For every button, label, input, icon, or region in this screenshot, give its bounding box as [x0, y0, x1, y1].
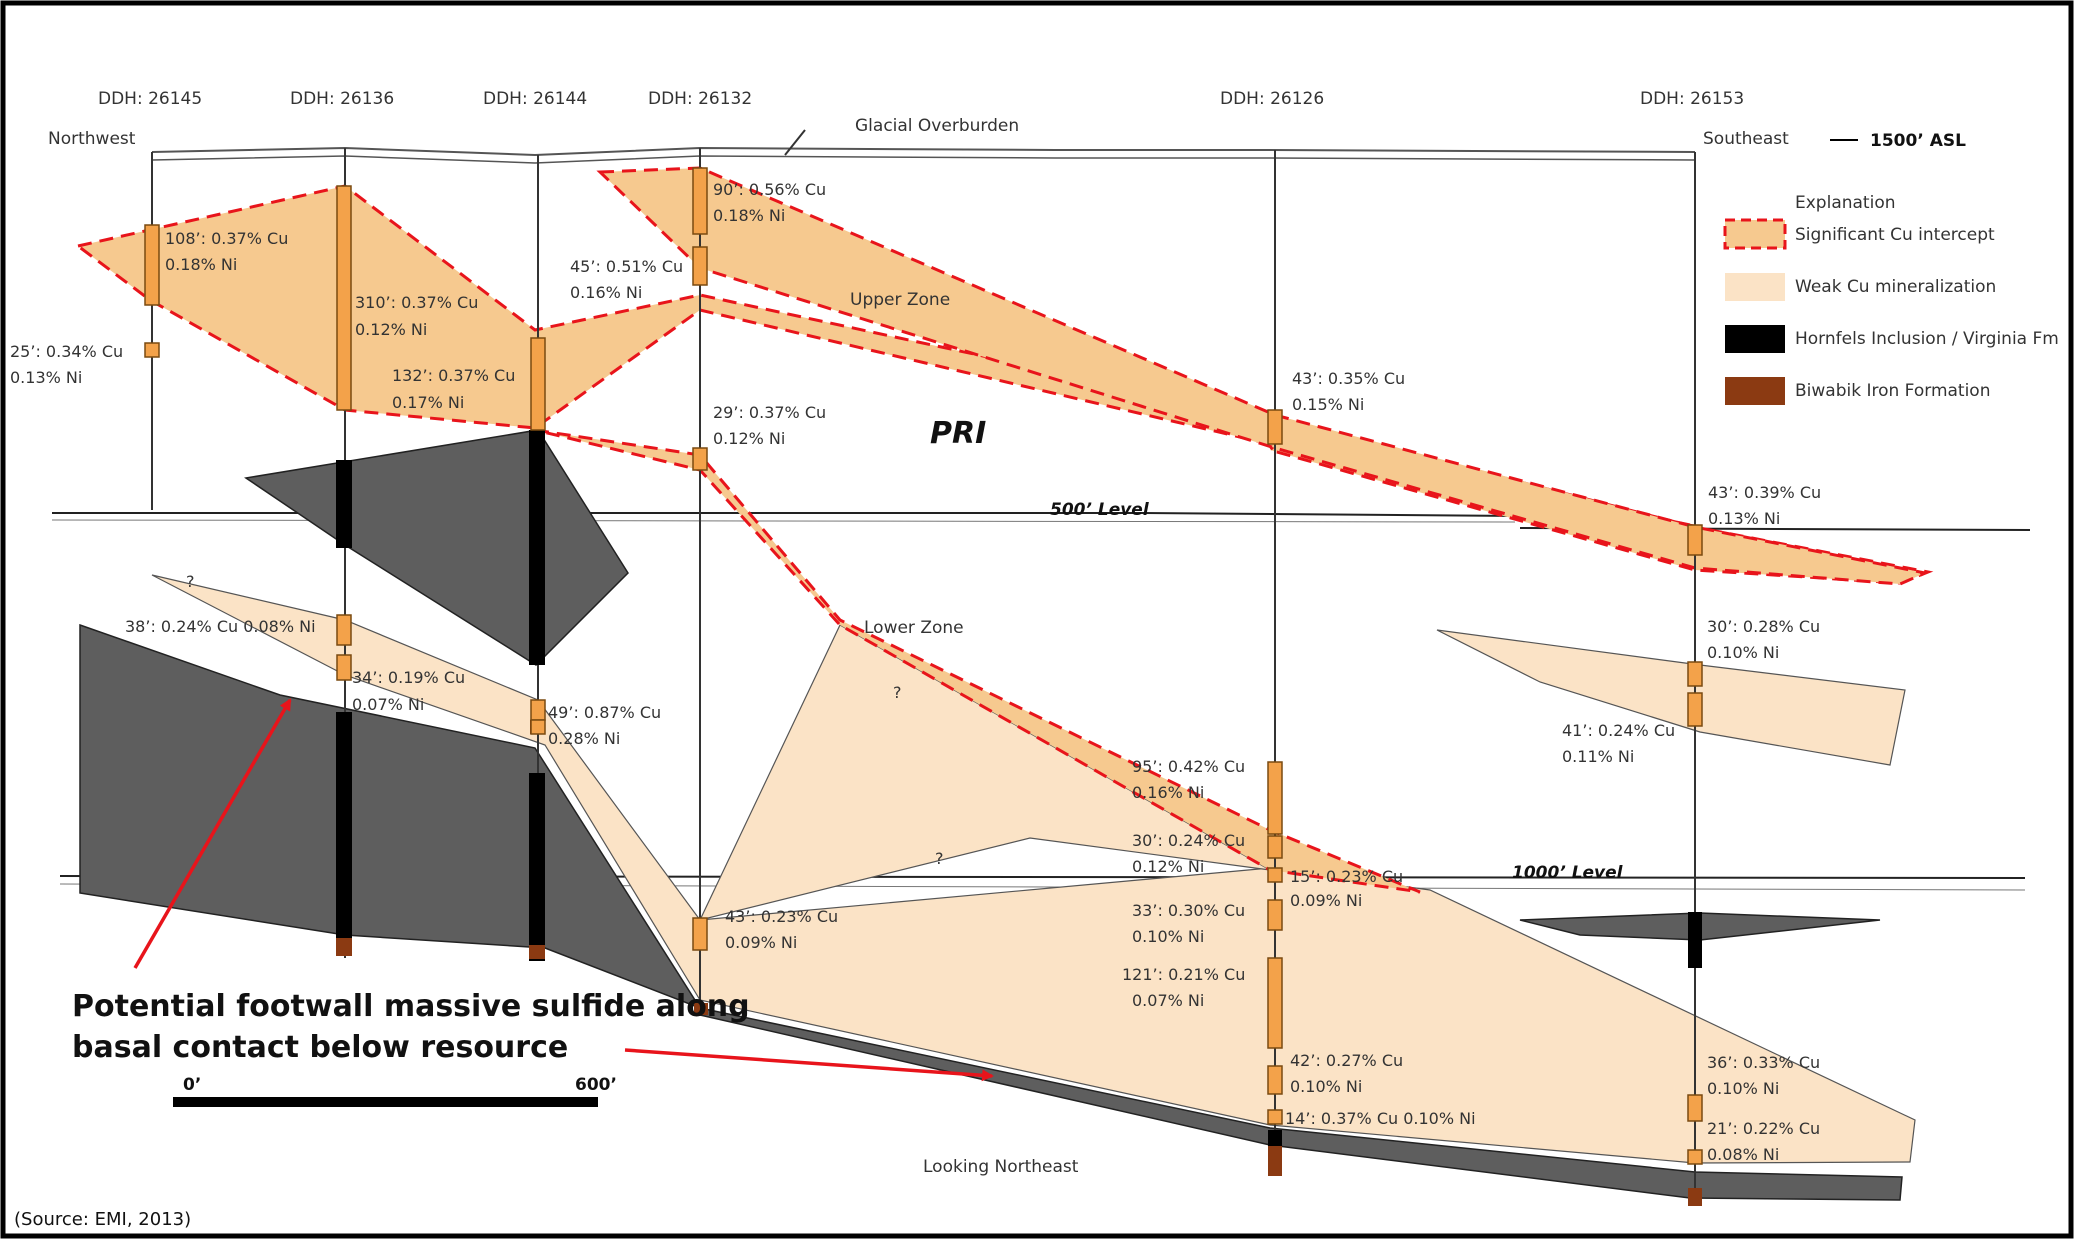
- intercept-label: 0.10% Ni: [1132, 927, 1204, 946]
- intercept-label: 0.07% Ni: [1132, 991, 1204, 1010]
- intercept-label: 25’: 0.34% Cu: [10, 342, 123, 361]
- intercept-label: 30’: 0.24% Cu: [1132, 831, 1245, 850]
- legend-title: Explanation: [1795, 193, 1896, 213]
- pri-label: PRI: [930, 416, 986, 451]
- legend-swatch-iron: [1725, 377, 1785, 405]
- hole-label-26144: DDH: 26144: [483, 89, 587, 109]
- intercept-label: 0.09% Ni: [725, 933, 797, 952]
- intercept-label: 33’: 0.30% Cu: [1132, 901, 1245, 920]
- intercept-label: 0.15% Ni: [1292, 395, 1364, 414]
- question-mark-1: ?: [186, 572, 195, 591]
- asl-label: 1500’ ASL: [1870, 131, 1966, 151]
- intercept-label: 43’: 0.23% Cu: [725, 907, 838, 926]
- intercept-label: 132’: 0.37% Cu: [392, 366, 515, 385]
- intercept-label: 34’: 0.19% Cu: [352, 668, 465, 687]
- intercept-label: 0.17% Ni: [392, 393, 464, 412]
- intercept-label: 0.13% Ni: [1708, 509, 1780, 528]
- intercept-label: 0.18% Ni: [713, 206, 785, 225]
- overburden-label: Glacial Overburden: [855, 116, 1019, 136]
- intercept-label: 0.16% Ni: [1132, 783, 1204, 802]
- intercept-label: 0.10% Ni: [1707, 1079, 1779, 1098]
- level-1000-label: 1000’ Level: [1512, 863, 1624, 883]
- assay-intervals: [144, 167, 1703, 1165]
- intercept-label: 43’: 0.35% Cu: [1292, 369, 1405, 388]
- question-mark-2: ?: [893, 683, 902, 702]
- hole-label-26126: DDH: 26126: [1220, 89, 1324, 109]
- intercept-label: 41’: 0.24% Cu: [1562, 721, 1675, 740]
- iron-formation-intervals: [336, 720, 1702, 1206]
- question-mark-3: ?: [935, 849, 944, 868]
- significant-cu-zones: [74, 166, 1934, 894]
- legend-label-iron: Biwabik Iron Formation: [1795, 381, 1990, 401]
- lower-zone: [534, 428, 1421, 894]
- scale-bar: 0’ 600’: [173, 1075, 617, 1107]
- intercept-label: 15’: 0.23% Cu: [1290, 867, 1403, 886]
- basal-contact-band: [699, 1007, 1903, 1201]
- legend: Explanation Significant Cu intercept Wea…: [1723, 193, 2059, 405]
- intercept-labels: 108’: 0.37% Cu 0.18% Ni 25’: 0.34% Cu 0.…: [10, 180, 1821, 1164]
- intercept-label: 0.11% Ni: [1562, 747, 1634, 766]
- intercept-label: 49’: 0.87% Cu: [548, 703, 661, 722]
- intercept-label: 38’: 0.24% Cu 0.08% Ni: [125, 617, 316, 636]
- annotation-arrow-right: [624, 1048, 994, 1082]
- intercept-label: 90’: 0.56% Cu: [713, 180, 826, 199]
- legend-swatch-significant: [1723, 218, 1787, 250]
- view-direction-label: Looking Northeast: [923, 1157, 1079, 1177]
- intercept-label: 43’: 0.39% Cu: [1708, 483, 1821, 502]
- hole-label-26132: DDH: 26132: [648, 89, 752, 109]
- legend-swatch-hornfels: [1725, 325, 1785, 353]
- intercept-label: 95’: 0.42% Cu: [1132, 757, 1245, 776]
- hole-label-26153: DDH: 26153: [1640, 89, 1744, 109]
- intercept-label: 29’: 0.37% Cu: [713, 403, 826, 422]
- scale-end-label: 600’: [575, 1075, 617, 1095]
- scale-start-label: 0’: [183, 1075, 201, 1095]
- intercept-label: 14’: 0.37% Cu 0.10% Ni: [1285, 1109, 1476, 1128]
- intercept-label: 0.28% Ni: [548, 729, 620, 748]
- level-500-label: 500’ Level: [1050, 500, 1150, 520]
- intercept-label: 0.10% Ni: [1290, 1077, 1362, 1096]
- intercept-label: 0.07% Ni: [352, 695, 424, 714]
- footwall-annotation: Potential footwall massive sulfide along…: [72, 698, 994, 1082]
- annotation-line-2: basal contact below resource: [72, 1030, 568, 1065]
- legend-label-significant: Significant Cu intercept: [1795, 225, 1995, 245]
- intercept-label: 42’: 0.27% Cu: [1290, 1051, 1403, 1070]
- intercept-label: 0.08% Ni: [1707, 1145, 1779, 1164]
- annotation-line-1: Potential footwall massive sulfide along: [72, 989, 750, 1024]
- overburden-leader: [784, 129, 806, 156]
- intercept-label: 30’: 0.28% Cu: [1707, 617, 1820, 636]
- intercept-label: 0.16% Ni: [570, 283, 642, 302]
- intercept-label: 0.12% Ni: [713, 429, 785, 448]
- intercept-label: 0.13% Ni: [10, 368, 82, 387]
- scale-bar-rect: [173, 1097, 598, 1107]
- intercept-label: 45’: 0.51% Cu: [570, 257, 683, 276]
- intercept-label: 108’: 0.37% Cu: [165, 229, 288, 248]
- direction-northwest: Northwest: [48, 129, 136, 149]
- hole-label-26136: DDH: 26136: [290, 89, 394, 109]
- intercept-label: 310’: 0.37% Cu: [355, 293, 478, 312]
- direction-southeast: Southeast: [1703, 129, 1789, 149]
- intercept-label: 36’: 0.33% Cu: [1707, 1053, 1820, 1072]
- hole-labels: DDH: 26145 DDH: 26136 DDH: 26144 DDH: 26…: [98, 89, 1744, 109]
- legend-label-hornfels: Hornfels Inclusion / Virginia Fm: [1795, 329, 2059, 349]
- legend-swatch-weak: [1725, 273, 1785, 301]
- upper-zone-east-limb: [596, 166, 1930, 586]
- intercept-label: 121’: 0.21% Cu: [1122, 965, 1245, 984]
- annotation-arrow-up: [133, 698, 292, 969]
- hole-label-26145: DDH: 26145: [98, 89, 202, 109]
- hornfels-intervals: [336, 430, 1702, 1168]
- intercept-label: 21’: 0.22% Cu: [1707, 1119, 1820, 1138]
- lower-zone-label: Lower Zone: [864, 618, 964, 638]
- intercept-label: 0.18% Ni: [165, 255, 237, 274]
- legend-label-weak: Weak Cu mineralization: [1795, 277, 1996, 297]
- upper-zone-label: Upper Zone: [850, 290, 950, 310]
- intercept-label: 0.09% Ni: [1290, 891, 1362, 910]
- weak-zone-lower: [151, 574, 1916, 1164]
- source-caption: (Source: EMI, 2013): [14, 1209, 191, 1230]
- intercept-label: 0.12% Ni: [355, 320, 427, 339]
- intercept-label: 0.12% Ni: [1132, 857, 1204, 876]
- intercept-label: 0.10% Ni: [1707, 643, 1779, 662]
